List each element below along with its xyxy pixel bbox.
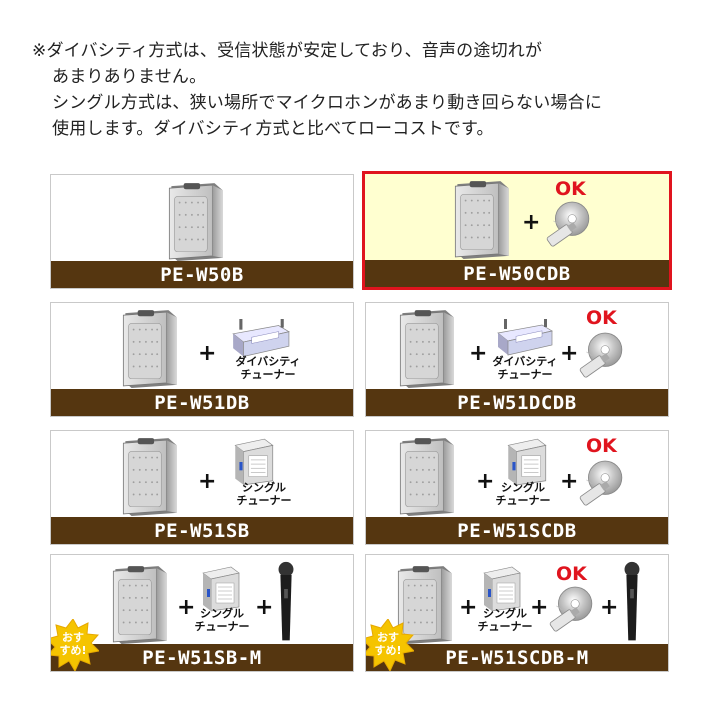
single-tuner-image [480, 565, 524, 613]
product-card-pe-w51dcdb[interactable]: + ダイバシティ チューナー + OK PE-W51DCDB [365, 302, 669, 417]
plus-sign: + [198, 341, 217, 366]
note-line-3: シングル方式は、狭い場所でマイクロホンがあまり動き回らない場合に [52, 93, 603, 113]
recommend-label: おす すめ! [59, 631, 87, 657]
speaker-image [451, 178, 513, 260]
ok-mark: OK [555, 178, 586, 200]
product-card-pe-w51db[interactable]: + ダイバシティ チューナー PE-W51DB [50, 302, 354, 417]
plus-sign: + [560, 469, 579, 494]
product-card-pe-w51sb-m[interactable]: + シングル チューナー + PE-W51SB-M おす すめ! [50, 554, 354, 672]
plus-sign: + [177, 595, 196, 620]
product-card-pe-w50b[interactable]: PE-W50B [50, 174, 354, 289]
plus-sign: + [476, 469, 495, 494]
recommend-label: おす すめ! [374, 631, 402, 657]
plus-sign: + [560, 341, 579, 366]
model-label: PE-W50B [51, 261, 353, 288]
wireless-mic-image [276, 561, 296, 645]
speaker-image [396, 435, 458, 517]
diversity-tuner-image [494, 319, 554, 359]
plus-sign: + [530, 595, 549, 620]
single-tuner-caption: シングル チューナー [194, 607, 250, 633]
note-line-2: あまりありません。 [52, 67, 207, 87]
cd-usb-icon [578, 331, 626, 379]
single-tuner-image [199, 565, 243, 613]
recommend-badge: おす すめ! [365, 619, 414, 671]
diversity-tuner-caption: ダイバシティ チューナー [492, 355, 558, 381]
model-label: PE-W51SB-M [51, 644, 353, 671]
note-line-4: 使用します。ダイバシティ方式と比べてローコストです。 [52, 119, 494, 139]
cd-usb-icon [578, 459, 626, 507]
ok-mark: OK [556, 563, 587, 585]
plus-sign: + [600, 595, 619, 620]
model-label: PE-W50CDB [365, 260, 669, 287]
plus-sign: + [198, 469, 217, 494]
model-label: PE-W51SB [51, 517, 353, 544]
speaker-image [165, 180, 227, 262]
single-tuner-caption: シングル チューナー [495, 481, 551, 507]
wireless-mic-image [622, 561, 642, 645]
cd-usb-icon [545, 200, 593, 248]
ok-mark: OK [586, 307, 617, 329]
single-tuner-image [504, 437, 550, 487]
speaker-image [109, 563, 171, 645]
plus-sign: + [459, 595, 478, 620]
speaker-image [119, 307, 181, 389]
cd-usb-icon [548, 585, 596, 633]
model-label: PE-W51DCDB [366, 389, 668, 416]
product-card-pe-w51scdb[interactable]: + シングル チューナー + OK PE-W51SCDB [365, 430, 669, 545]
single-tuner-caption: シングル チューナー [236, 481, 292, 507]
speaker-image [119, 435, 181, 517]
single-tuner-image [231, 437, 277, 487]
single-tuner-caption: シングル チューナー [477, 607, 533, 633]
plus-sign: + [522, 210, 541, 235]
model-label: PE-W51SCDB-M [366, 644, 668, 671]
model-label: PE-W51DB [51, 389, 353, 416]
speaker-image [396, 307, 458, 389]
explanatory-note: ※ダイバシティ方式は、受信状態が安定しており、音声の途切れが あまりありません。… [32, 38, 702, 142]
diversity-tuner-caption: ダイバシティ チューナー [235, 355, 301, 381]
plus-sign: + [469, 341, 488, 366]
product-card-pe-w51sb[interactable]: + シングル チューナー PE-W51SB [50, 430, 354, 545]
model-label: PE-W51SCDB [366, 517, 668, 544]
recommend-badge: おす すめ! [50, 619, 99, 671]
note-line-1: ※ダイバシティ方式は、受信状態が安定しており、音声の途切れが [32, 41, 543, 61]
product-card-pe-w50cdb[interactable]: + OK PE-W50CDB [362, 171, 672, 290]
plus-sign: + [255, 595, 274, 620]
ok-mark: OK [586, 435, 617, 457]
product-card-pe-w51scdb-m[interactable]: + シングル チューナー + OK + PE-W51SCDB-M おす すめ! [365, 554, 669, 672]
